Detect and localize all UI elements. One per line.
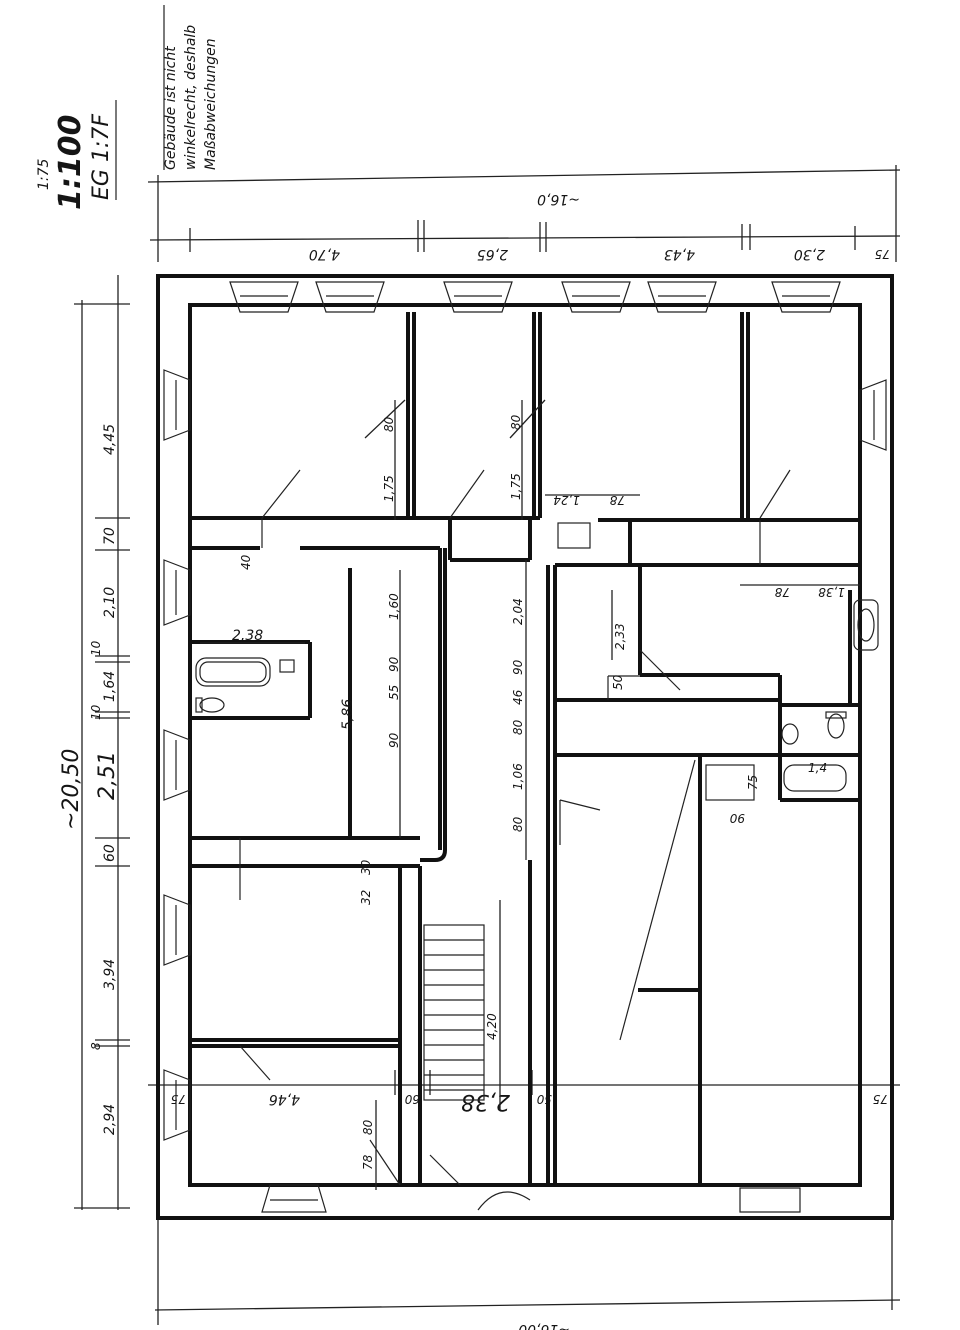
- bottom-overall-dim: ~16,00: [518, 1321, 570, 1330]
- bottom-dimensions: 75 4,46 60 2,38 50 75 ~16,00: [148, 1065, 901, 1330]
- dim-door-80-b: 80: [509, 414, 523, 430]
- bottom-dim-6: 75: [873, 1092, 888, 1106]
- dim-80-c: 80: [511, 719, 525, 735]
- dim-30: 30: [359, 859, 373, 875]
- bathtub-left: [195, 657, 295, 687]
- dim-55: 55: [387, 685, 401, 700]
- dim-78-b: 78: [774, 585, 790, 599]
- dim-78-c: 78: [361, 1154, 375, 1170]
- dim-233: 2,33: [613, 623, 627, 650]
- dim-420: 4,20: [485, 1013, 499, 1040]
- note-line-1: Gebäude ist nicht: [163, 46, 179, 170]
- dim-46: 46: [511, 689, 525, 705]
- left-dim-10: 8: [89, 1042, 103, 1050]
- misc-marks: [557, 522, 755, 801]
- left-dim-1: 4,45: [102, 424, 118, 455]
- note-line-3: Maßabweichungen: [203, 38, 219, 170]
- dim-175-a: 1,75: [382, 475, 396, 502]
- dim-80-e: 80: [361, 1119, 375, 1135]
- top-dimensions: ~16,0 4,70 2,65 4,43 2,30 75: [147, 165, 901, 262]
- staircase: [423, 924, 485, 1101]
- dim-106: 1,06: [511, 763, 525, 790]
- left-dimensions: ~20,50 4,45 70 2,10 10 1,64 10 2,51 60 3…: [59, 275, 130, 1210]
- interior-walls: [190, 312, 860, 1185]
- dim-90-a: 90: [387, 656, 401, 672]
- left-dim-6: 10: [89, 704, 103, 720]
- dim-138: 1,38: [818, 585, 845, 599]
- floor-label: EG 1:7F: [89, 114, 114, 200]
- windows-top: [229, 281, 841, 313]
- dim-124: 1,24: [553, 493, 580, 507]
- interior-dimensions: 80 1,75 80 1,75 40 2,38 1,60 5,86 90 55 …: [200, 399, 860, 1190]
- note-block: Gebäude ist nicht winkelrecht, deshalb M…: [163, 25, 219, 170]
- toilet-left: [195, 697, 225, 713]
- left-overall-dim: ~20,50: [59, 749, 84, 830]
- left-dim-2: 70: [102, 527, 118, 545]
- top-dim-1: 4,70: [309, 246, 340, 262]
- dim-238: 2,38: [232, 628, 263, 644]
- dim-586: 5,86: [340, 699, 356, 730]
- dim-14: 1,4: [808, 761, 827, 775]
- dim-90-d: 90: [729, 811, 745, 825]
- bottom-dim-4: 2,38: [461, 1089, 510, 1114]
- windows-left: [163, 369, 191, 1141]
- top-dim-5: 75: [875, 247, 890, 261]
- left-dim-7: 2,51: [95, 751, 120, 800]
- left-dim-4: 10: [89, 640, 103, 656]
- top-dim-4: 2,30: [794, 246, 825, 262]
- bottom-dim-1: 75: [171, 1092, 186, 1106]
- left-dim-11: 2,94: [102, 1104, 118, 1135]
- top-dim-2: 2,65: [477, 246, 508, 262]
- dim-50: 50: [611, 674, 625, 690]
- dim-204: 2,04: [511, 598, 525, 625]
- toilet-right: [781, 711, 847, 745]
- left-dim-3: 2,10: [102, 587, 118, 618]
- bottom-dim-3: 60: [404, 1092, 420, 1106]
- stamp-label: 1:75: [36, 158, 52, 190]
- top-overall-dim: ~16,0: [537, 191, 580, 207]
- door-swings: [239, 469, 791, 1211]
- dim-90-c: 90: [511, 659, 525, 675]
- left-dim-9: 3,94: [102, 959, 118, 990]
- dim-40: 40: [239, 554, 253, 570]
- dim-78-a: 78: [609, 493, 625, 507]
- dim-175-b: 1,75: [509, 473, 523, 500]
- dim-32: 32: [359, 890, 373, 905]
- top-dim-3: 4,43: [664, 246, 695, 262]
- dim-90-b: 90: [387, 732, 401, 748]
- left-dim-8: 60: [102, 844, 118, 862]
- title-block: 1:100 EG 1:7F: [53, 100, 117, 211]
- note-line-2: winkelrecht, deshalb: [183, 25, 199, 170]
- dim-160: 1,60: [387, 593, 401, 620]
- bottom-dim-2: 4,46: [269, 1091, 300, 1107]
- scale-label: 1:100: [53, 115, 88, 211]
- dim-75: 75: [746, 775, 760, 790]
- left-dim-5: 1,64: [102, 671, 118, 702]
- dim-door-80-a: 80: [382, 416, 396, 432]
- windows-right: [261, 379, 887, 1213]
- bathtub-right: [783, 764, 847, 792]
- dim-80-d: 80: [511, 816, 525, 832]
- sink-right: [853, 599, 879, 651]
